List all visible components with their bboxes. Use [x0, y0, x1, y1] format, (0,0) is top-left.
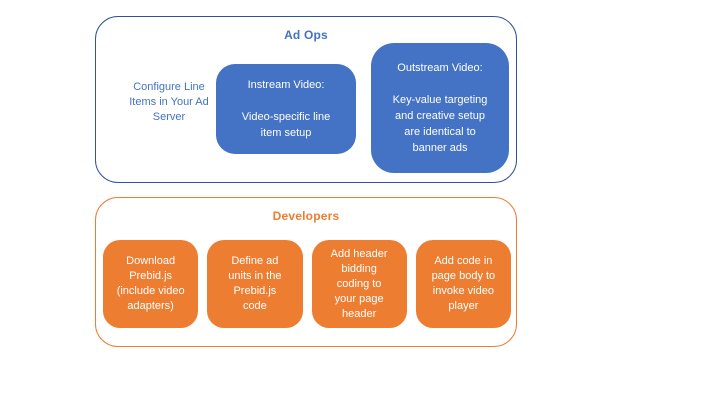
ad-ops-container: Ad Ops Configure Line Items in Your Ad S… — [95, 16, 517, 183]
developer-steps-row: Download Prebid.js (include video adapte… — [103, 240, 511, 328]
developers-title: Developers — [272, 209, 340, 223]
step-add-header-bidding: Add header bidding coding to your page h… — [311, 240, 407, 328]
instream-video-body: Video-specific line item setup — [241, 111, 331, 139]
configure-line-items-note: Configure Line Items in Your Ad Server — [129, 81, 209, 123]
outstream-video-body: Key-value targeting and creative setup a… — [392, 94, 488, 154]
step-add-page-body-code: Add code in page body to invoke video pl… — [415, 240, 511, 328]
outstream-video-heading: Outstream Video: — [397, 62, 483, 74]
instream-video-box: Instream Video: Video-specific line item… — [216, 64, 356, 154]
step-define-ad-units: Define ad units in the Prebid.js code — [207, 240, 303, 328]
outstream-video-box: Outstream Video: Key-value targeting and… — [371, 43, 509, 173]
ad-ops-title: Ad Ops — [284, 28, 328, 42]
instream-video-heading: Instream Video: — [247, 79, 325, 91]
developers-container: Developers Download Prebid.js (include v… — [95, 197, 517, 347]
step-download-prebid: Download Prebid.js (include video adapte… — [103, 240, 199, 328]
